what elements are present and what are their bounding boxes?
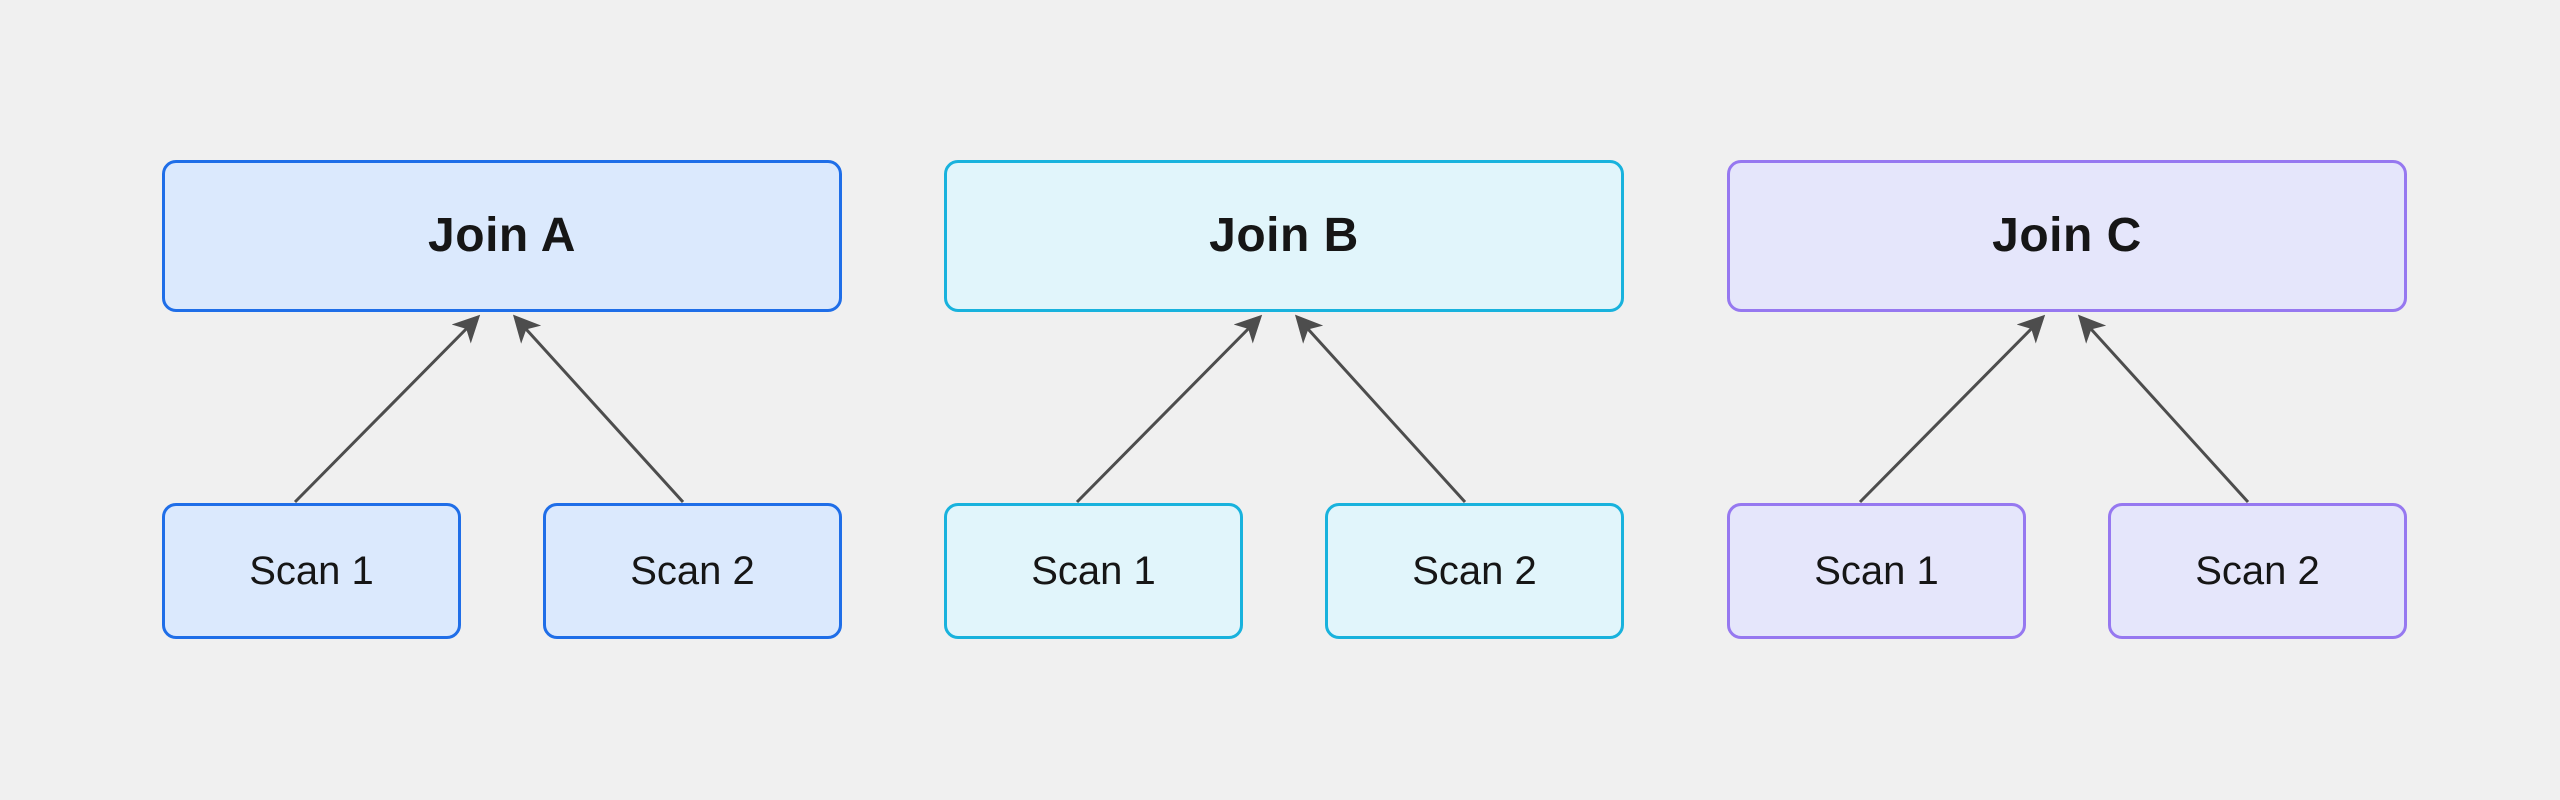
join-node-c-label: Join C bbox=[1992, 209, 2142, 262]
join-node-a: Join A bbox=[162, 160, 842, 312]
scan1-node-a: Scan 1 bbox=[162, 503, 461, 639]
arrow-scan1-to-join bbox=[293, 314, 481, 504]
arrow-scan2-to-join bbox=[512, 314, 685, 504]
join-node-c: Join C bbox=[1727, 160, 2407, 312]
scan1-node-c: Scan 1 bbox=[1727, 503, 2026, 639]
scan1-node-b-label: Scan 1 bbox=[1031, 549, 1156, 593]
scan2-node-c-label: Scan 2 bbox=[2195, 549, 2320, 593]
edge-arrows-b bbox=[1075, 314, 1467, 504]
join-node-a-label: Join A bbox=[428, 209, 576, 262]
scan2-node-b: Scan 2 bbox=[1325, 503, 1624, 639]
join-node-b: Join B bbox=[944, 160, 1624, 312]
scan1-node-a-label: Scan 1 bbox=[249, 549, 374, 593]
scan2-node-a-label: Scan 2 bbox=[630, 549, 755, 593]
plan-group-c: Join C Scan 1 Scan 2 bbox=[1727, 0, 2407, 800]
plan-group-a: Join A Scan 1 Scan 2 bbox=[162, 0, 842, 800]
scan2-node-c: Scan 2 bbox=[2108, 503, 2407, 639]
scan1-node-b: Scan 1 bbox=[944, 503, 1243, 639]
edge-arrows-c bbox=[1858, 314, 2250, 504]
plan-group-b: Join B Scan 1 Scan 2 bbox=[944, 0, 1624, 800]
arrow-scan1-to-join bbox=[1858, 314, 2046, 504]
arrow-scan2-to-join bbox=[2077, 314, 2250, 504]
scan1-node-c-label: Scan 1 bbox=[1814, 549, 1939, 593]
join-node-b-label: Join B bbox=[1209, 209, 1359, 262]
scan2-node-a: Scan 2 bbox=[543, 503, 842, 639]
arrow-scan1-to-join bbox=[1075, 314, 1263, 504]
arrow-scan2-to-join bbox=[1294, 314, 1467, 504]
scan2-node-b-label: Scan 2 bbox=[1412, 549, 1537, 593]
edge-arrows-a bbox=[293, 314, 685, 504]
